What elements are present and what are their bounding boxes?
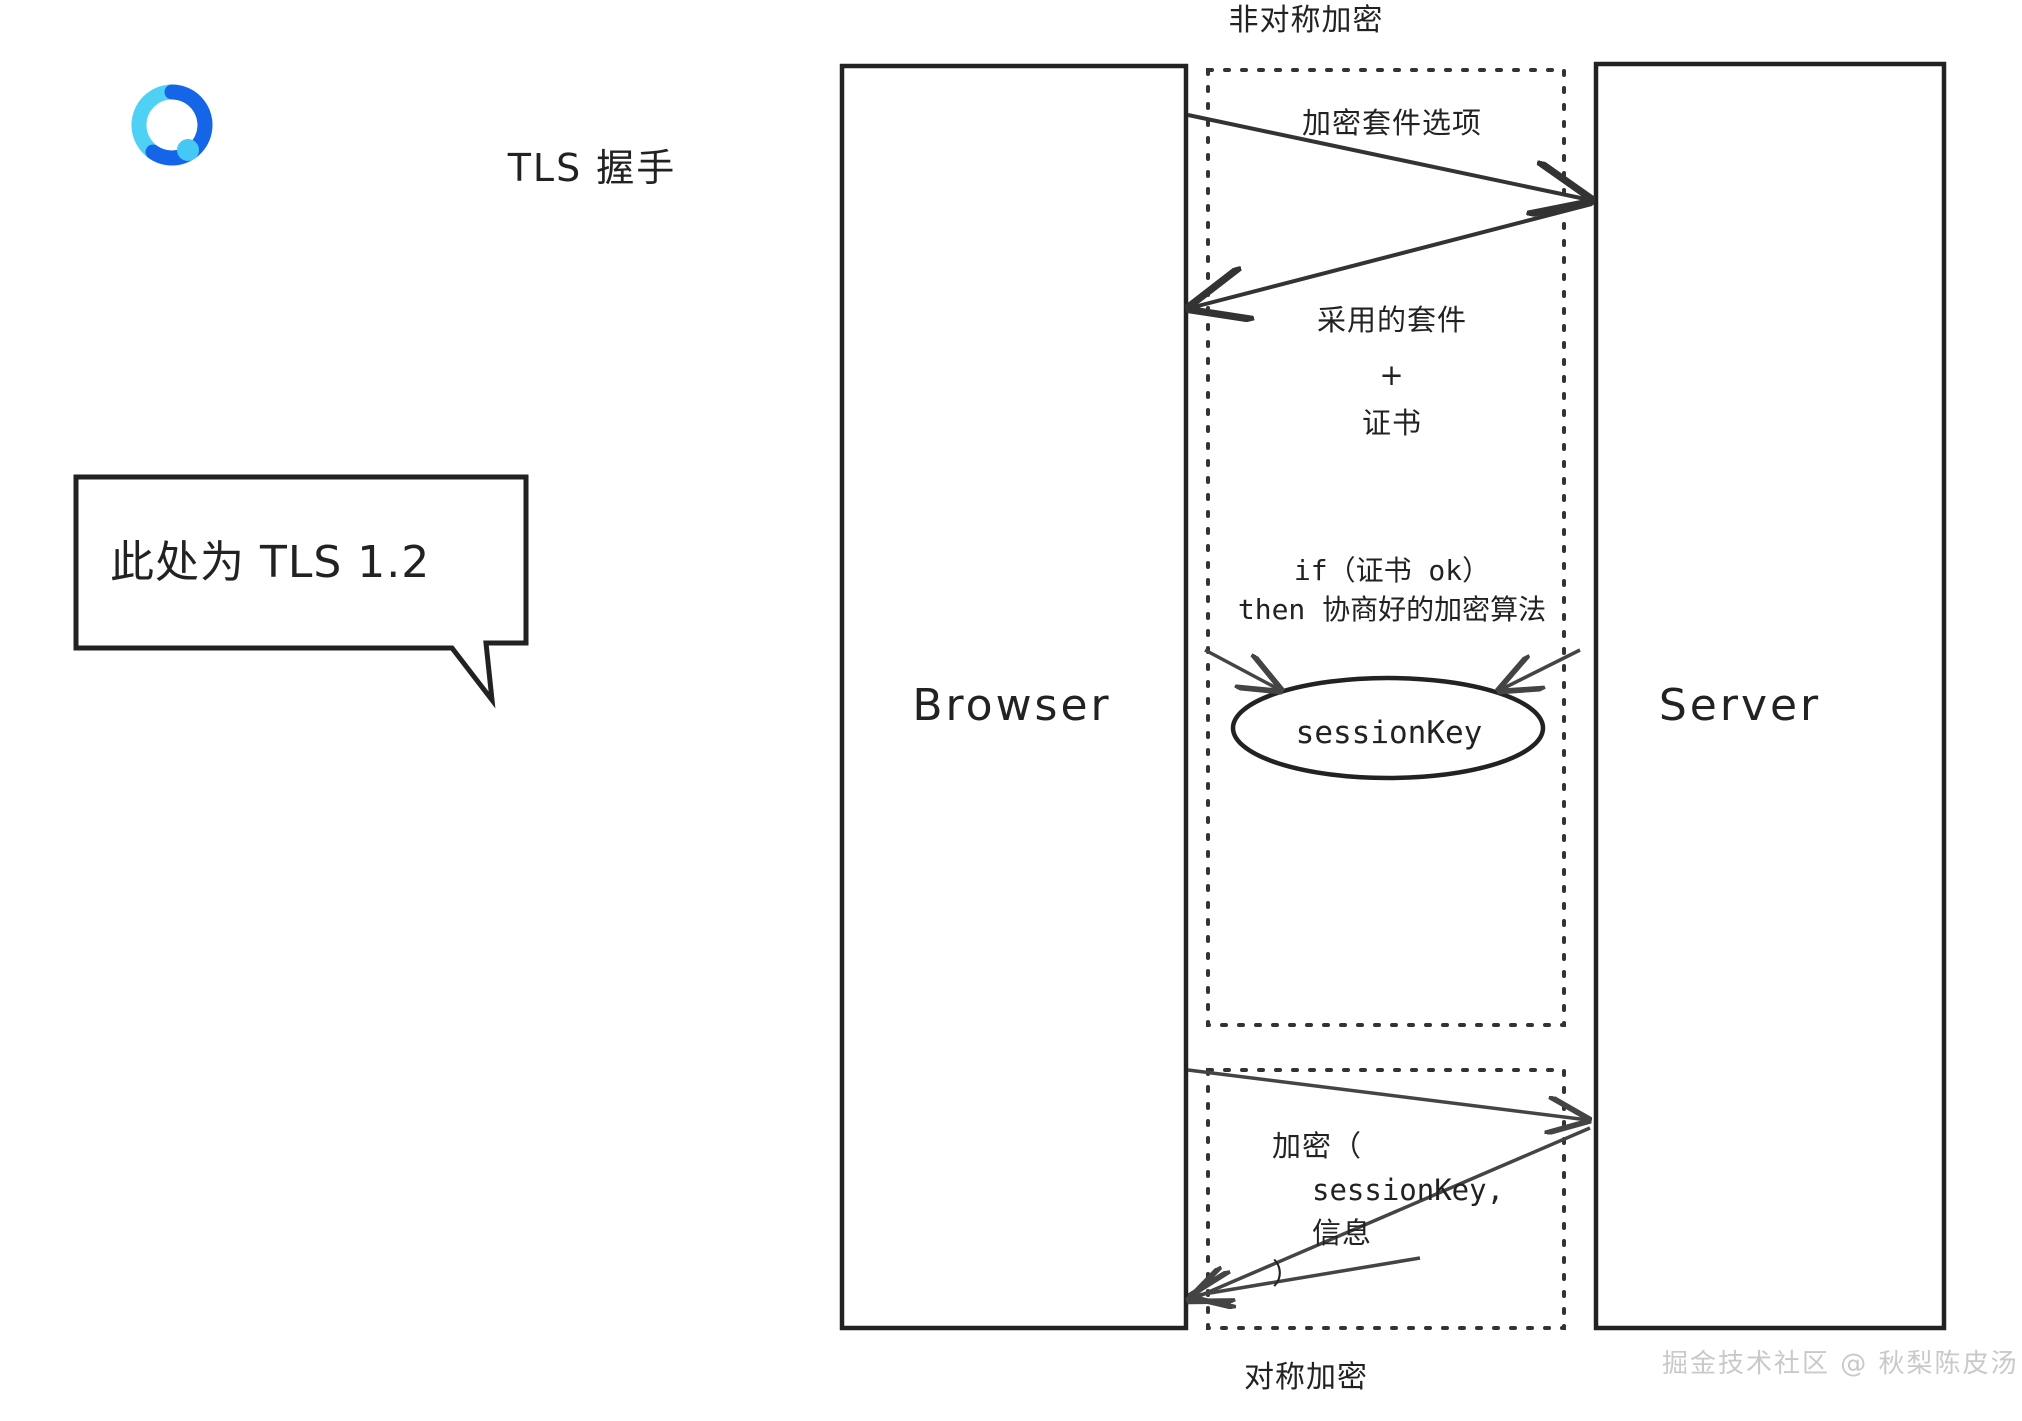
browser-lifeline-label: Browser xyxy=(912,680,1112,731)
message-arrow-cipher-options xyxy=(1187,113,1590,200)
message-arrow-chosen-suite xyxy=(1190,202,1593,308)
session-key-label: sessionKey xyxy=(1295,715,1483,751)
asymmetric-section-label: 非对称加密 xyxy=(1228,3,1384,38)
encrypted-payload-line-4: ） xyxy=(1272,1257,1303,1291)
condition-if-line: if（证书 ok） xyxy=(1293,554,1491,587)
message-arrow-encrypted-response-tail xyxy=(1192,1256,1421,1296)
session-key-arrow-from-browser xyxy=(1204,648,1280,690)
symmetric-section-label: 对称加密 xyxy=(1244,1360,1368,1395)
condition-then-line: then 协商好的加密算法 xyxy=(1237,593,1547,626)
server-lifeline-label: Server xyxy=(1658,680,1822,731)
message-label-cipher-options: 加密套件选项 xyxy=(1301,106,1483,140)
encrypted-payload-line-3: 信息 xyxy=(1312,1216,1373,1250)
message-arrow-encrypted-response xyxy=(1190,1126,1591,1300)
server-lifeline-box xyxy=(1593,61,1947,1331)
message-label-chosen-suite: 采用的套件 xyxy=(1316,303,1468,337)
session-key-arrow-from-server xyxy=(1500,648,1581,690)
page-title: TLS 握手 xyxy=(507,146,677,190)
message-label-certificate: 证书 xyxy=(1361,406,1423,440)
session-key-ellipse xyxy=(1230,675,1546,781)
encrypted-payload-line-1: 加密（ xyxy=(1272,1129,1363,1163)
browser-lifeline-box xyxy=(839,63,1189,1331)
callout-bubble-shape xyxy=(73,474,529,709)
qq-browser-logo-icon xyxy=(131,84,213,166)
asymmetric-region-outline xyxy=(1206,68,1566,1027)
message-label-plus: + xyxy=(1379,358,1405,392)
callout-text: 此处为 TLS 1.2 xyxy=(110,537,431,588)
watermark-text: 掘金技术社区 @ 秋梨陈皮汤 xyxy=(1662,1349,2019,1379)
message-arrow-encrypted-request xyxy=(1187,1068,1588,1120)
encrypted-payload-line-2: sessionKey, xyxy=(1312,1173,1505,1207)
